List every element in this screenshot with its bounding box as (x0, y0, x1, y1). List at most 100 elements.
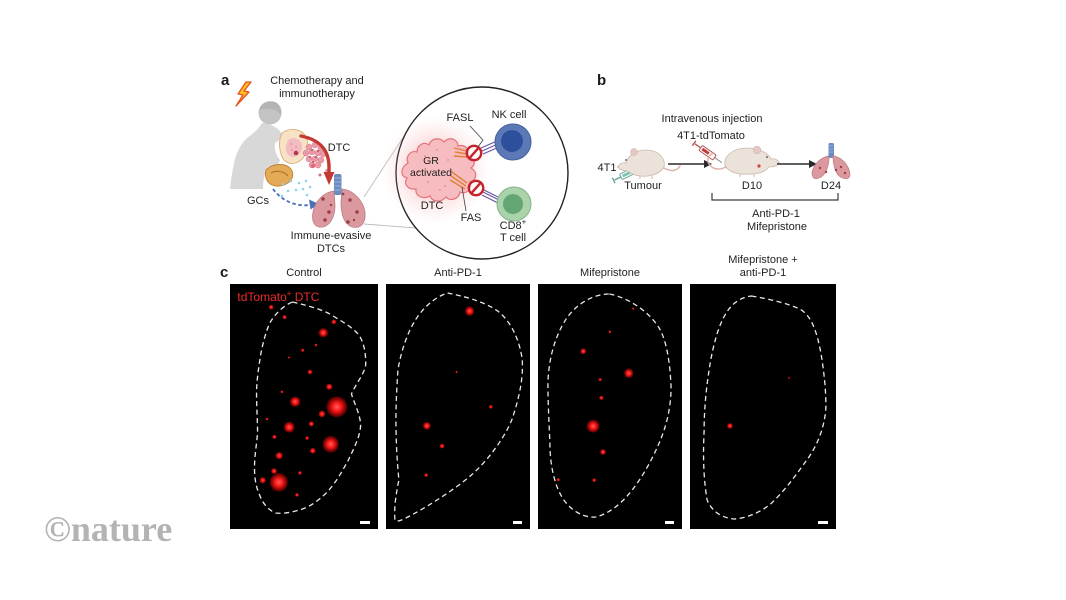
lung-outline (394, 292, 524, 522)
fluorescence-spot (287, 356, 291, 359)
therapy-caption: Chemotherapy and immunotherapy (252, 75, 382, 101)
fluorescence-spot (282, 314, 288, 320)
fluorescence-spot (631, 307, 635, 310)
injection-caption-line2: 4T1-tdTomato (677, 130, 745, 142)
micro-title-mifepristone: Mifepristone (538, 252, 682, 280)
immune-evasive-line2: DTCs (316, 242, 346, 255)
fluorescence-spot (330, 319, 337, 325)
fluorescence-spot (318, 328, 328, 338)
fluorescence-spot (265, 417, 269, 421)
adrenal-gland-icon (264, 164, 294, 187)
fluorescence-spot (464, 306, 475, 316)
fluorescence-spot (318, 410, 326, 418)
panel-label-c: c (220, 264, 229, 281)
therapy-caption-line2: immunotherapy (279, 88, 355, 100)
nature-watermark: ©nature (44, 509, 173, 549)
gr-label-line2: activated (409, 166, 453, 179)
d24-label: D24 (820, 180, 842, 192)
fluorescence-spot (274, 451, 283, 460)
fluorescence-spot (297, 470, 302, 475)
gc-arrow (272, 179, 319, 210)
nk-cell-icon (494, 123, 532, 161)
fluorescence-spot (308, 420, 315, 427)
lung-outline (547, 293, 672, 518)
fluorescence-spot (598, 377, 602, 382)
fluorescence-spot (599, 395, 604, 401)
micro-title-line: Control (286, 267, 322, 279)
gcs-label: GCs (247, 195, 269, 207)
scale-bar (512, 521, 523, 525)
tdtomato-overlay-label: tdTomato+ DTC (237, 289, 320, 305)
fasl-label: FASL (446, 112, 474, 124)
cd8-t-cell-label: CD8+ T cell (489, 217, 537, 244)
fluorescence-spot (325, 383, 333, 391)
treatment-label-line2: Mifepristone (747, 220, 807, 233)
fluorescence-spot (439, 443, 445, 449)
lightning-bolt-icon (235, 81, 252, 107)
micro-title-line: anti-PD-1 (739, 267, 787, 279)
mouse-icon (707, 145, 780, 177)
fluorescence-spot (309, 447, 317, 454)
cd8-label-line1: CD8+ (499, 217, 527, 232)
fluorescence-spots (386, 284, 530, 529)
cell-line-label: 4T1 (597, 162, 617, 174)
micro-title-line: Anti-PD-1 (434, 267, 482, 279)
injection-caption-line1: Intravenous injection (661, 113, 763, 125)
fluorescence-spot (307, 369, 313, 375)
fluorescence-spot (269, 304, 274, 310)
panel-label-a: a (221, 72, 230, 89)
fluorescence-spot (623, 368, 634, 379)
micrograph-anti-pd-1 (386, 284, 530, 529)
scale-bar (818, 521, 828, 525)
lung-outline (702, 295, 827, 520)
fluorescence-spot (305, 436, 309, 441)
fluorescence-spot (599, 448, 606, 455)
prohibition-icon (467, 179, 485, 197)
arrow (668, 160, 712, 168)
tumour-label: Tumour (624, 180, 662, 192)
fas-label: FAS (460, 212, 482, 224)
immune-evasive-caption: Immune-evasive DTCs (272, 230, 390, 255)
gr-label-line1: GR (423, 155, 439, 167)
scale-bar (360, 521, 370, 525)
fluorescence-spot (587, 419, 600, 433)
micrograph-control: tdTomato+ DTC (230, 284, 378, 529)
fluorescence-spot (556, 478, 560, 482)
t-cell-icon (496, 186, 532, 222)
micro-title-control: Control (230, 252, 378, 280)
micro-title-line: Mifepristone + (728, 254, 798, 266)
fluorescence-spot (424, 473, 429, 477)
fluorescence-spot (294, 492, 299, 497)
dtc-cell-icon (401, 138, 477, 202)
fluorescence-spot (787, 376, 791, 380)
fluorescence-spot (271, 468, 278, 475)
fluorescence-spot (455, 370, 458, 374)
fluorescence-spot (608, 330, 612, 334)
fluorescence-spot (322, 436, 339, 453)
fluorescence-spots (230, 284, 378, 529)
fluorescence-spot (488, 404, 494, 409)
fluorescence-spot (422, 421, 432, 431)
treatment-label-line1: Anti-PD-1 (752, 208, 800, 220)
dtc-inset-label: DTC (420, 200, 444, 212)
d10-label: D10 (741, 180, 763, 192)
fluorescence-spot (259, 476, 266, 484)
micro-title-combo: Mifepristone + anti-PD-1 (690, 252, 836, 280)
patient-figure (230, 101, 282, 189)
treatment-bracket (711, 193, 839, 201)
fluorescence-spot (269, 473, 288, 492)
fluorescence-spot (280, 390, 284, 394)
lungs-icon-small (811, 143, 851, 180)
fluorescence-spot (272, 435, 277, 440)
micro-title-anti-pd-1: Anti-PD-1 (386, 252, 530, 280)
fluorescence-spot (283, 421, 295, 433)
fluorescence-spots (690, 284, 836, 529)
fluorescence-spot (300, 348, 305, 352)
therapy-caption-line1: Chemotherapy and (270, 75, 364, 87)
gr-activated-label: GR activated (402, 155, 460, 179)
nk-cell-label: NK cell (491, 109, 527, 121)
prohibition-icon (465, 144, 483, 162)
fluorescence-spot (325, 395, 348, 418)
